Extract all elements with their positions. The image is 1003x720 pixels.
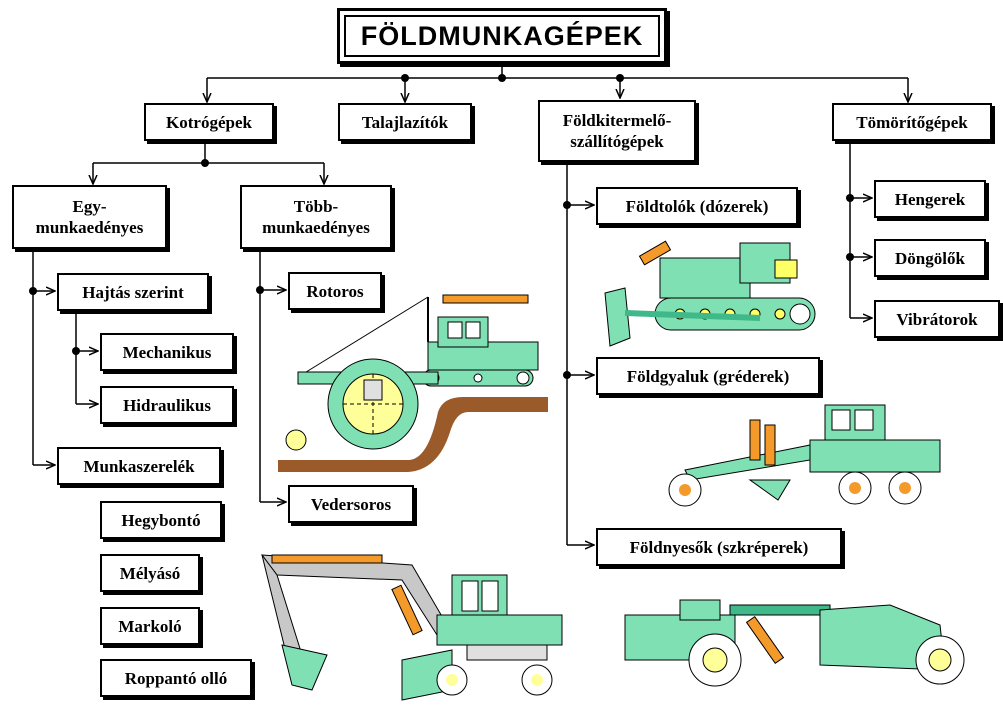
item-mechanikus: Mechanikus [100,333,234,371]
item-markolo: Markoló [100,607,200,645]
item-melyaso: Mélyásó [100,554,200,592]
category-talajlazitok: Talajlazítók [338,103,472,141]
item-vedersoros: Vedersoros [288,485,414,523]
grader-illustration [668,404,941,507]
item-foldtolok: Földtolók (dózerek) [596,187,798,225]
category-kotrogepek: Kotrógépek [144,103,274,141]
rotor-excavator-illustration [278,294,548,472]
item-hengerek: Hengerek [874,180,986,218]
item-hegybonto: Hegybontó [100,501,222,539]
category-tomoritogepek: Tömörítőgépek [832,103,992,141]
hydraulic-excavator-illustration [260,554,563,701]
kotro-tobb-munkaedenyes: Több- munkaedényes [240,185,392,249]
kotro-egy-munkaedenyes: Egy- munkaedényes [12,185,167,249]
item-munkaszerelek: Munkaszerelék [57,447,221,485]
page-title-label: FÖLDMUNKAGÉPEK [344,15,660,57]
item-foldgyaluk: Földgyaluk (gréderek) [596,357,820,395]
dozer-illustration [604,240,816,347]
item-roppanto-ollo: Roppantó olló [100,659,252,697]
item-vibratorok: Vibrátorok [874,300,1000,338]
scraper-illustration [624,599,965,687]
page-title: FÖLDMUNKAGÉPEK [337,8,667,64]
category-foldkitermelo: Földkitermelő- szállítógépek [538,100,696,162]
item-hajtas-szerint: Hajtás szerint [57,273,209,311]
item-hidraulikus: Hidraulikus [100,386,234,424]
item-dongolok: Döngölők [874,239,986,277]
item-foldnyesok: Földnyesők (szkréperek) [596,528,842,566]
item-rotoros: Rotoros [288,272,382,310]
